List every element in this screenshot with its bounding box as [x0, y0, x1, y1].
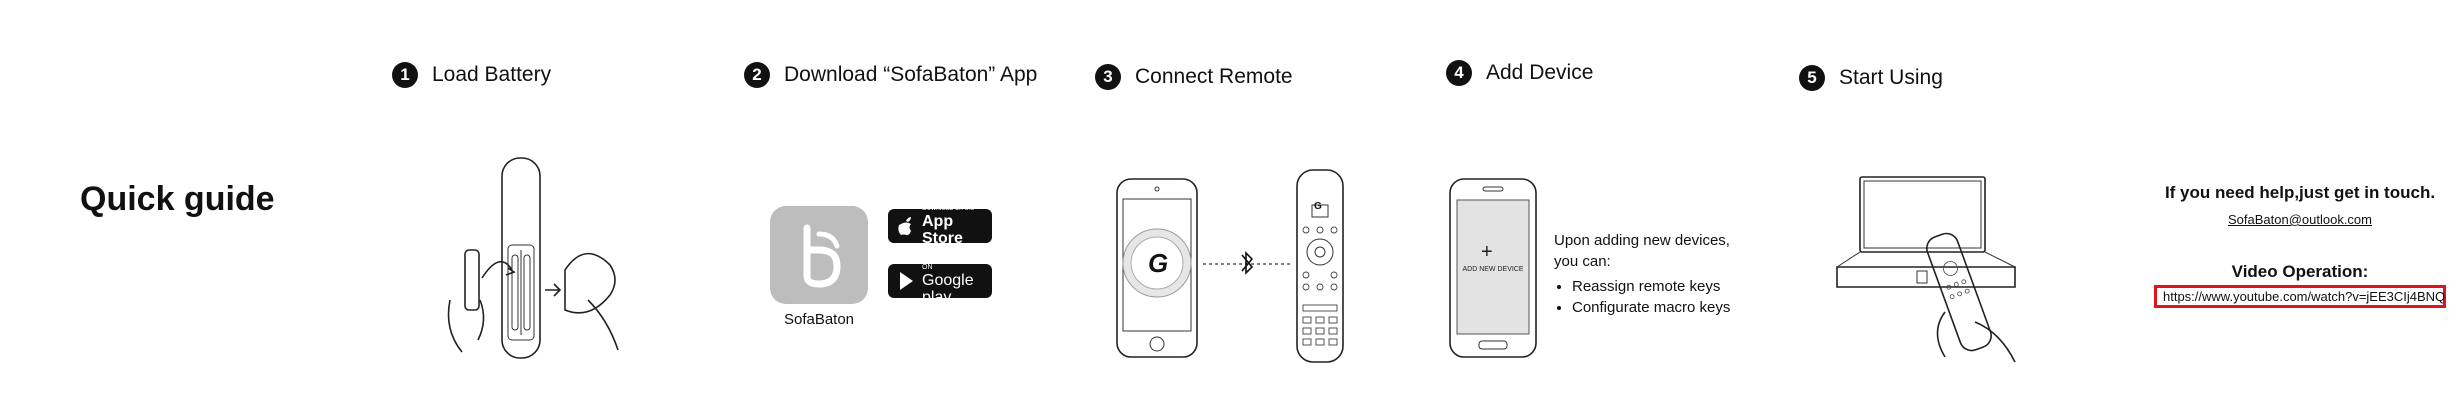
- step-1-number: 1: [392, 62, 418, 88]
- step-3-label: Connect Remote: [1135, 65, 1293, 88]
- add-device-bullet: Reassign remote keys: [1572, 276, 1734, 297]
- page-title: Quick guide: [80, 180, 275, 218]
- step-5-header: 5 Start Using: [1799, 65, 1943, 91]
- app-store-button[interactable]: Download on the App Store: [888, 205, 992, 247]
- step-5-number: 5: [1799, 65, 1825, 91]
- google-play-button[interactable]: ANDROID APP ON Google play: [888, 256, 992, 306]
- app-store-big-text: App Store: [922, 213, 963, 247]
- remote-logo: G: [1314, 201, 1322, 212]
- add-device-intro: Upon adding new devices, you can:: [1554, 232, 1730, 270]
- sofabaton-app-icon[interactable]: [770, 206, 868, 304]
- tv-illustration: [1836, 176, 2016, 363]
- step-2-number: 2: [744, 62, 770, 88]
- connect-illustration: [1116, 169, 1344, 363]
- add-device-phone: [1449, 178, 1537, 358]
- google-play-small-text: ANDROID APP ON: [922, 256, 970, 271]
- step-1-label: Load Battery: [432, 63, 552, 86]
- add-device-note: Upon adding new devices, you can: Reassi…: [1554, 230, 1734, 318]
- add-device-plus: +: [1481, 241, 1493, 263]
- help-title: If you need help,just get in touch.: [2164, 183, 2436, 202]
- step-2-label: Download “SofaBaton” App: [784, 63, 1038, 86]
- apple-icon: [898, 217, 911, 236]
- google-play-big-text: Google play: [922, 272, 974, 306]
- battery-illustration: [447, 157, 619, 359]
- add-device-screen-text: ADD NEW DEVICE: [1462, 266, 1524, 273]
- phone-logo: G: [1148, 248, 1169, 278]
- step-5-label: Start Using: [1839, 66, 1943, 89]
- step-4-header: 4 Add Device: [1446, 60, 1593, 86]
- app-store-small-text: Download on the: [922, 205, 975, 212]
- step-4-label: Add Device: [1486, 61, 1594, 84]
- video-url-link[interactable]: https://www.youtube.com/watch?v=jEE3CIj4…: [2154, 285, 2446, 308]
- video-operation-title: Video Operation:: [2231, 262, 2369, 281]
- step-3-number: 3: [1095, 64, 1121, 90]
- help-email-link[interactable]: SofaBaton@outlook.com: [2227, 212, 2372, 227]
- app-name: SofaBaton: [783, 311, 855, 328]
- step-1-header: 1 Load Battery: [392, 62, 551, 88]
- sofabaton-logo-icon: [803, 224, 841, 288]
- google-play-icon: [900, 272, 913, 290]
- step-4-number: 4: [1446, 60, 1472, 86]
- step-2-header: 2 Download “SofaBaton” App: [744, 62, 1037, 88]
- add-device-bullet: Configurate macro keys: [1572, 297, 1734, 318]
- add-device-bullets: Reassign remote keys Configurate macro k…: [1554, 276, 1734, 318]
- step-3-header: 3 Connect Remote: [1095, 64, 1293, 90]
